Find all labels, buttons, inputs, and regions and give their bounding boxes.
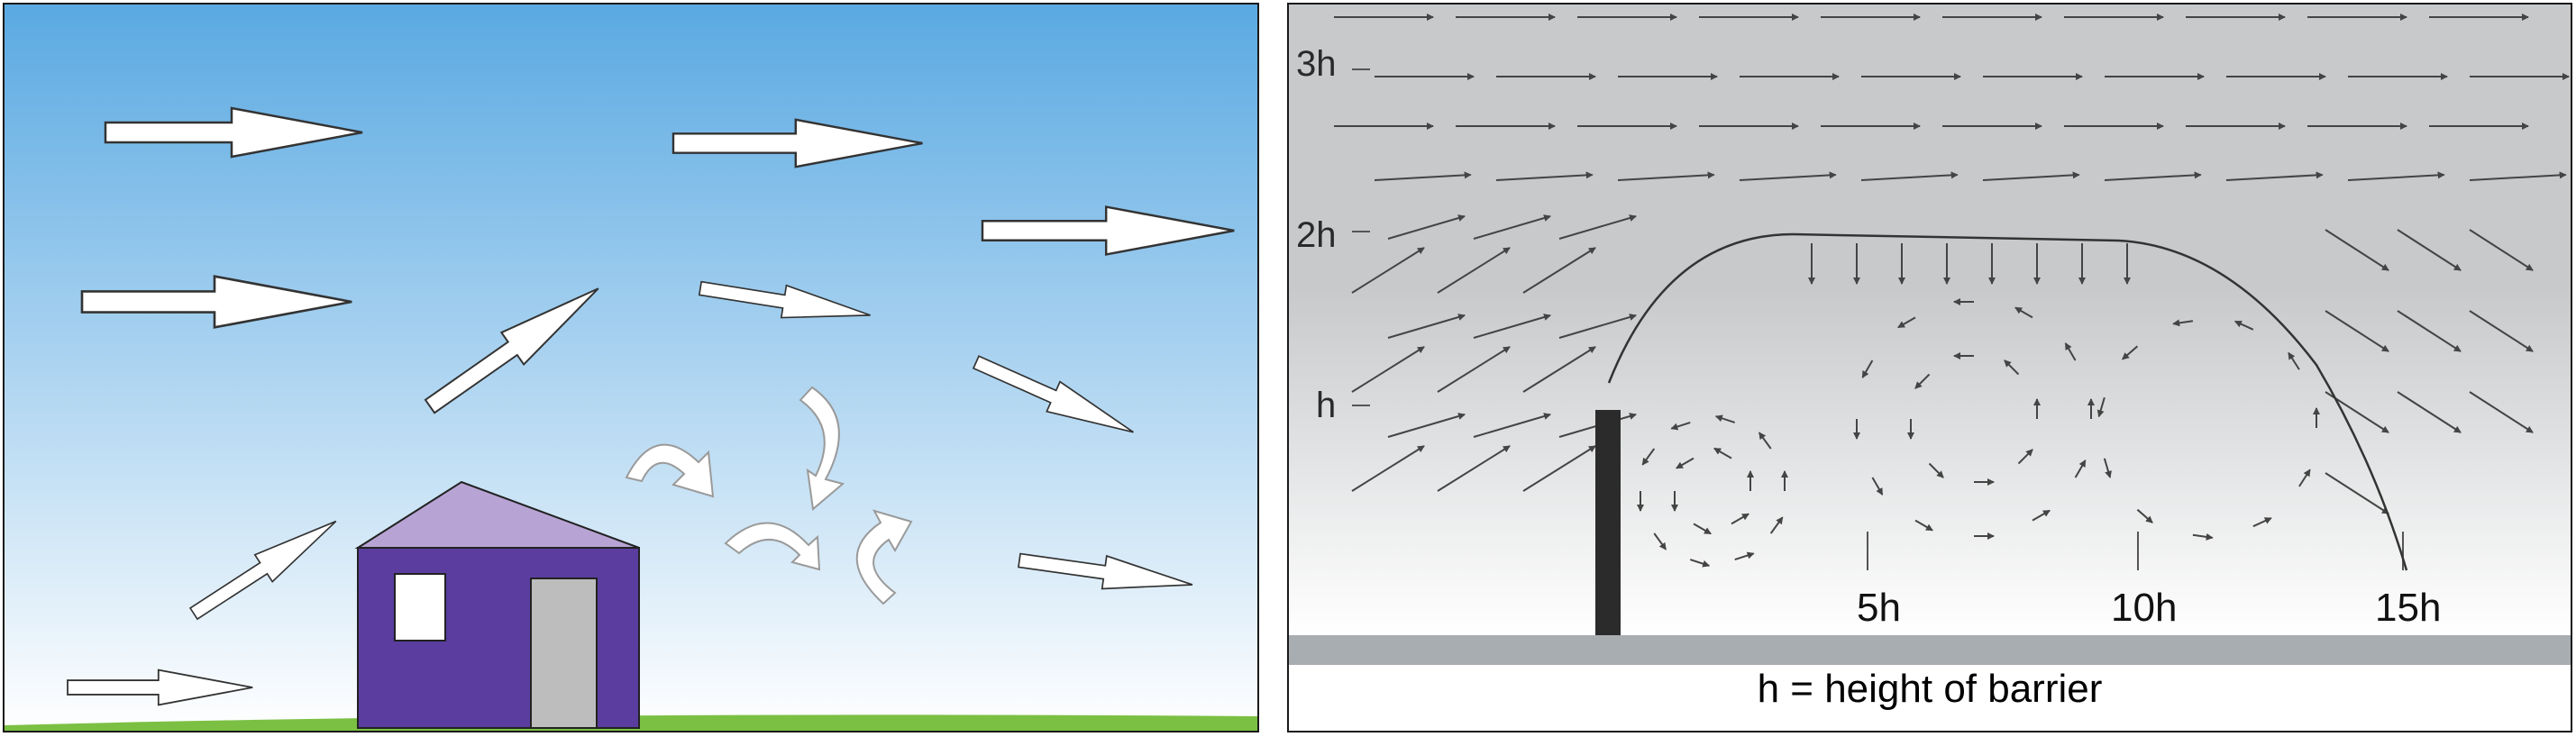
- flow-arrow-icon: [1734, 551, 1755, 561]
- flow-arrow-icon: [2397, 310, 2462, 352]
- distance-label-10h: 10h: [2111, 586, 2178, 630]
- flow-arrow-icon: [1693, 523, 1712, 535]
- flow-arrow-icon: [2325, 310, 2389, 352]
- flow-arrow-icon: [2469, 310, 2534, 352]
- flow-arrow-icon: [1982, 171, 2080, 181]
- flow-arrow-icon: [1769, 516, 1784, 534]
- flow-arrow-icon: [1641, 448, 1656, 466]
- distance-label-15h: 15h: [2375, 586, 2442, 630]
- house-wind-illustration: [5, 5, 1257, 731]
- flow-arrow-icon: [1860, 171, 1959, 181]
- flow-arrow-icon: [2325, 229, 2389, 271]
- flow-arrow-icon: [1473, 214, 1551, 240]
- flow-arrow-icon: [1558, 314, 1637, 339]
- turbulence-arrows: [625, 386, 913, 605]
- flow-arrow-icon: [2325, 472, 2389, 514]
- house: [354, 480, 640, 729]
- flow-arrow-icon: [1351, 346, 1425, 393]
- height-label-h: h: [1316, 386, 1337, 425]
- separation-streamline: [1607, 232, 2408, 571]
- flow-arrow-icon: [2469, 391, 2534, 433]
- flow-arrow-icon: [2103, 458, 2112, 478]
- flow-arrow-icon: [2104, 171, 2202, 181]
- house-window: [394, 573, 446, 641]
- flow-arrow-icon: [1731, 513, 1749, 525]
- flow-arrow-icon: [2233, 320, 2254, 331]
- flow-arrow-icon: [1653, 532, 1667, 550]
- flow-arrow-icon: [2469, 229, 2534, 271]
- flow-arrow-icon: [1437, 445, 1511, 492]
- height-tick-marks: [1352, 68, 2404, 570]
- flow-arrow-icon: [2288, 351, 2300, 370]
- turbulence-arrow-icon: [855, 509, 913, 605]
- flow-arrow-icon: [1714, 414, 1736, 423]
- flow-arrow-icon: [2017, 449, 2033, 465]
- flow-arrow-icon: [2004, 359, 2020, 376]
- flow-arrow-icon: [1739, 171, 1837, 181]
- barrier-airflow-diagram: [1289, 5, 2571, 665]
- barrier-caption: h = height of barrier: [1757, 667, 2103, 711]
- height-label-2h: 2h: [1296, 215, 1337, 255]
- flow-arrow-icon: [1437, 346, 1511, 393]
- flow-arrow-icon: [1437, 247, 1511, 294]
- flow-arrow-icon: [1374, 171, 1472, 181]
- flow-arrow-icon: [1495, 171, 1594, 181]
- flow-arrow-icon: [1351, 247, 1425, 294]
- flow-arrow-icon: [2347, 171, 2445, 181]
- flow-arrow-icon: [2064, 342, 2077, 361]
- flow-arrow-icon: [1522, 247, 1596, 294]
- flow-arrow-icon: [2397, 391, 2462, 433]
- flow-arrow-icon: [1897, 316, 1916, 329]
- barrier-airflow-panel: 3h 2h h 5h 10h 15h h = height of barrier: [1287, 3, 2572, 732]
- flow-arrow-icon: [1861, 359, 1874, 378]
- flow-arrow-icon: [2074, 459, 2087, 478]
- flow-arrow-icon: [2096, 396, 2106, 418]
- flow-arrow-icon: [2172, 319, 2194, 327]
- flow-arrow-icon: [2298, 469, 2311, 487]
- flow-arrow-icon: [1522, 346, 1596, 393]
- flow-arrow-icon: [1871, 477, 1884, 496]
- flow-arrow-icon: [1676, 457, 1694, 469]
- flow-arrows: [1334, 14, 2570, 568]
- flow-arrow-icon: [2192, 532, 2214, 541]
- flow-arrow-icon: [2032, 509, 2051, 522]
- flow-arrow-icon: [2252, 517, 2272, 528]
- flow-arrow-icon: [1558, 214, 1637, 240]
- barrier: [1595, 410, 1621, 635]
- flow-arrow-icon: [2225, 171, 2324, 181]
- turbulence-arrow-icon: [799, 386, 845, 511]
- flow-arrow-icon: [1473, 314, 1551, 339]
- flow-arrow-icon: [2469, 171, 2567, 181]
- flow-arrow-icon: [1351, 445, 1425, 492]
- flow-arrow-icon: [1473, 413, 1551, 438]
- height-label-3h: 3h: [1296, 44, 1337, 84]
- flow-arrow-icon: [2014, 306, 2033, 319]
- flow-arrow-icon: [1914, 373, 1931, 389]
- flow-arrow-icon: [1914, 519, 1933, 532]
- flow-arrow-icon: [1670, 421, 1691, 431]
- flow-arrow-icon: [2122, 345, 2139, 360]
- flow-arrow-icon: [2397, 229, 2462, 271]
- flow-arrow-icon: [1522, 445, 1596, 492]
- flow-arrow-icon: [1387, 314, 1466, 339]
- flow-arrow-icon: [1387, 413, 1466, 438]
- flow-arrow-icon: [2136, 508, 2153, 523]
- flow-arrow-icon: [1617, 171, 1715, 181]
- flow-arrow-icon: [1713, 447, 1732, 459]
- house-door: [530, 578, 598, 729]
- turbulence-arrow-icon: [724, 522, 821, 571]
- flow-arrow-icon: [1689, 559, 1711, 568]
- flow-arrow-icon: [1387, 214, 1466, 240]
- house-wind-panel: [3, 3, 1259, 732]
- distance-label-5h: 5h: [1857, 586, 1901, 630]
- flow-arrow-icon: [1758, 432, 1772, 450]
- flow-arrow-icon: [1928, 462, 1944, 478]
- turbulence-arrow-icon: [625, 443, 715, 498]
- ground: [1289, 635, 2571, 665]
- air-field-background: [1289, 5, 2571, 635]
